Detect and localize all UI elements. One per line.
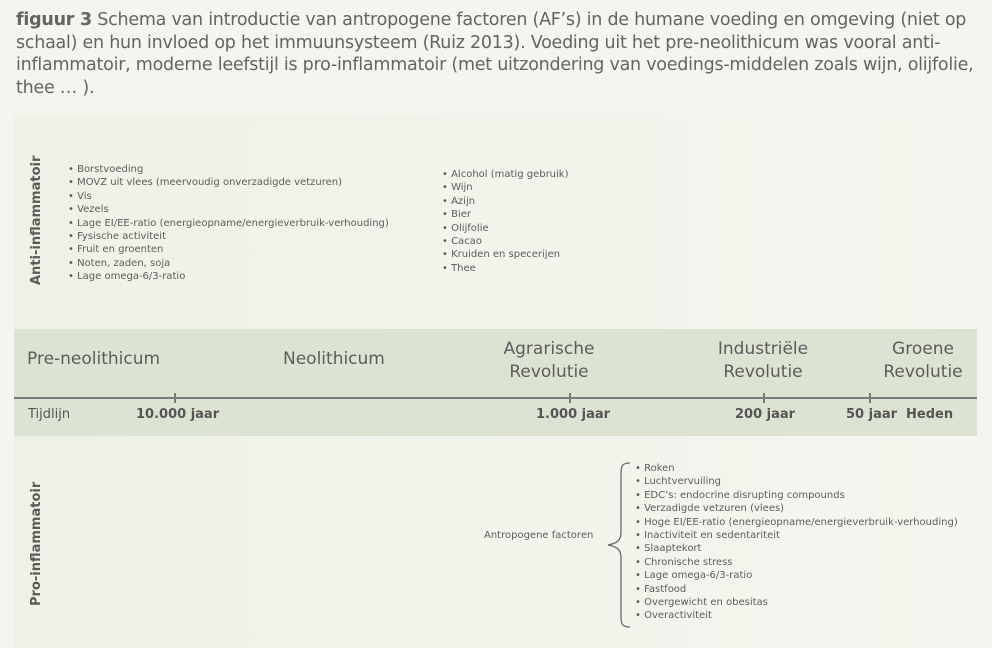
tick-1000: [569, 393, 571, 403]
list-item: Kruiden en specerijen: [442, 248, 569, 261]
list-item: Fysische activiteit: [68, 230, 389, 243]
tick-10000: [174, 393, 176, 403]
list-item: Fastfood: [635, 583, 958, 596]
list-item: Chronische stress: [635, 556, 958, 569]
figure-number: figuur 3: [16, 10, 92, 30]
list-item: Borstvoeding: [68, 163, 389, 176]
list-item: Inactiviteit en sedentariteit: [635, 529, 958, 542]
list-item: Thee: [442, 262, 569, 275]
curly-brace-icon: [607, 462, 631, 628]
anti-inflammatory-label: Anti-inflammatoir: [29, 155, 44, 285]
timeline-label: Tijdlijn: [28, 407, 71, 422]
tick-label-200: 200 jaar: [735, 407, 796, 422]
list-item: Vis: [68, 190, 389, 203]
list-item: Olijfolie: [442, 222, 569, 235]
list-item: Vezels: [68, 203, 389, 216]
tick-200: [763, 393, 765, 403]
figure-caption: figuur 3 Schema van introductie van antr…: [16, 9, 981, 99]
list-item: Wijn: [442, 181, 569, 194]
tick-label-50: 50 jaar: [846, 407, 898, 422]
timeline-band: [14, 329, 977, 436]
list-item: Alcohol (matig gebruik): [442, 168, 568, 181]
list-item: Overactiviteit: [635, 609, 958, 622]
list-item: Roken: [635, 462, 958, 475]
tick-label-10000: 10.000 jaar: [136, 407, 220, 422]
list-item: Lage omega-6/3-ratio: [635, 569, 958, 582]
pro-inflammatory-label: Pro-inflammatoir: [29, 481, 44, 606]
anti-list-left: Borstvoeding MOVZ uit vlees (meervoudig …: [68, 163, 389, 284]
list-item: Lage EI/EE-ratio (energieopname/energiev…: [68, 217, 389, 230]
list-item: Bier: [442, 208, 569, 221]
anthropogenic-factors-label: Antropogene factoren: [484, 530, 594, 541]
now-label: Heden: [906, 407, 954, 422]
list-item: Overgewicht en obesitas: [635, 596, 958, 609]
list-item: Fruit en groenten: [68, 243, 389, 256]
list-item: MOVZ uit vlees (meervoudig onverzadigde …: [68, 176, 389, 189]
tick-50: [869, 393, 871, 403]
pro-factors-list: Roken Luchtvervuiling EDC’s: endocrine d…: [635, 462, 958, 623]
list-item: Slaaptekort: [635, 542, 958, 555]
list-item: EDC’s: endocrine disrupting compounds: [635, 489, 958, 502]
list-item: Azijn: [442, 195, 569, 208]
timeline-axis: [14, 397, 977, 399]
list-item: Noten, zaden, soja: [68, 257, 389, 270]
anti-list-right: Alcohol (matig gebruik) Wijn Azijn Bier …: [442, 168, 569, 275]
list-item: Luchtvervuiling: [635, 475, 958, 488]
tick-label-1000: 1.000 jaar: [536, 407, 611, 422]
era-neolithicum: Neolithicum: [283, 349, 385, 369]
era-pre-neolithicum: Pre-neolithicum: [27, 349, 161, 369]
list-item: Hoge EI/EE-ratio (energieopname/energiev…: [635, 516, 958, 529]
caption-text: Schema van introductie van antropogene f…: [16, 10, 974, 98]
list-item: Lage omega-6/3-ratio: [68, 270, 389, 283]
list-item: Verzadigde vetzuren (vlees): [635, 502, 958, 515]
list-item: Cacao: [442, 235, 569, 248]
